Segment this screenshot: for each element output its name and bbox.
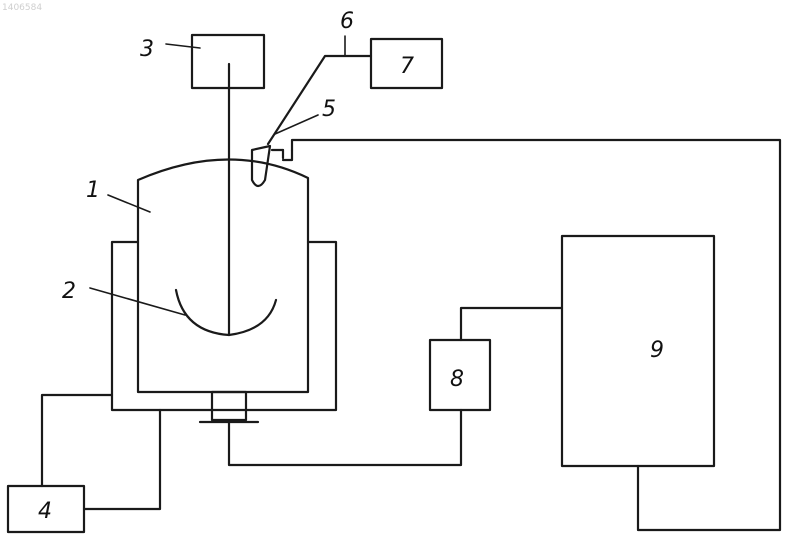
connection-8-to-9: [461, 308, 562, 340]
label-6: 6: [340, 9, 354, 34]
heating-jacket: [112, 242, 336, 410]
label-5: 5: [322, 97, 336, 122]
label-2: 2: [62, 279, 76, 304]
label-1-leader: [108, 195, 150, 212]
stirrer: [176, 64, 276, 335]
label-4: 4: [38, 499, 52, 524]
return-line: [292, 140, 780, 530]
label-3-leader: [166, 44, 200, 48]
bottom-outlet-fitting: [200, 392, 258, 422]
corner-number: 1406584: [2, 3, 42, 13]
label-7: 7: [400, 54, 414, 79]
reactor-vessel: [138, 159, 308, 392]
jacket-return-line: [84, 410, 160, 509]
label-8: 8: [450, 367, 464, 392]
probe-sensor: [252, 146, 292, 186]
unit-9-box: [562, 236, 714, 466]
label-3: 3: [140, 37, 154, 62]
outlet-pipe: [229, 410, 461, 465]
label-9: 9: [650, 338, 664, 363]
label-1: 1: [86, 178, 100, 203]
jacket-supply-line: [42, 395, 112, 486]
